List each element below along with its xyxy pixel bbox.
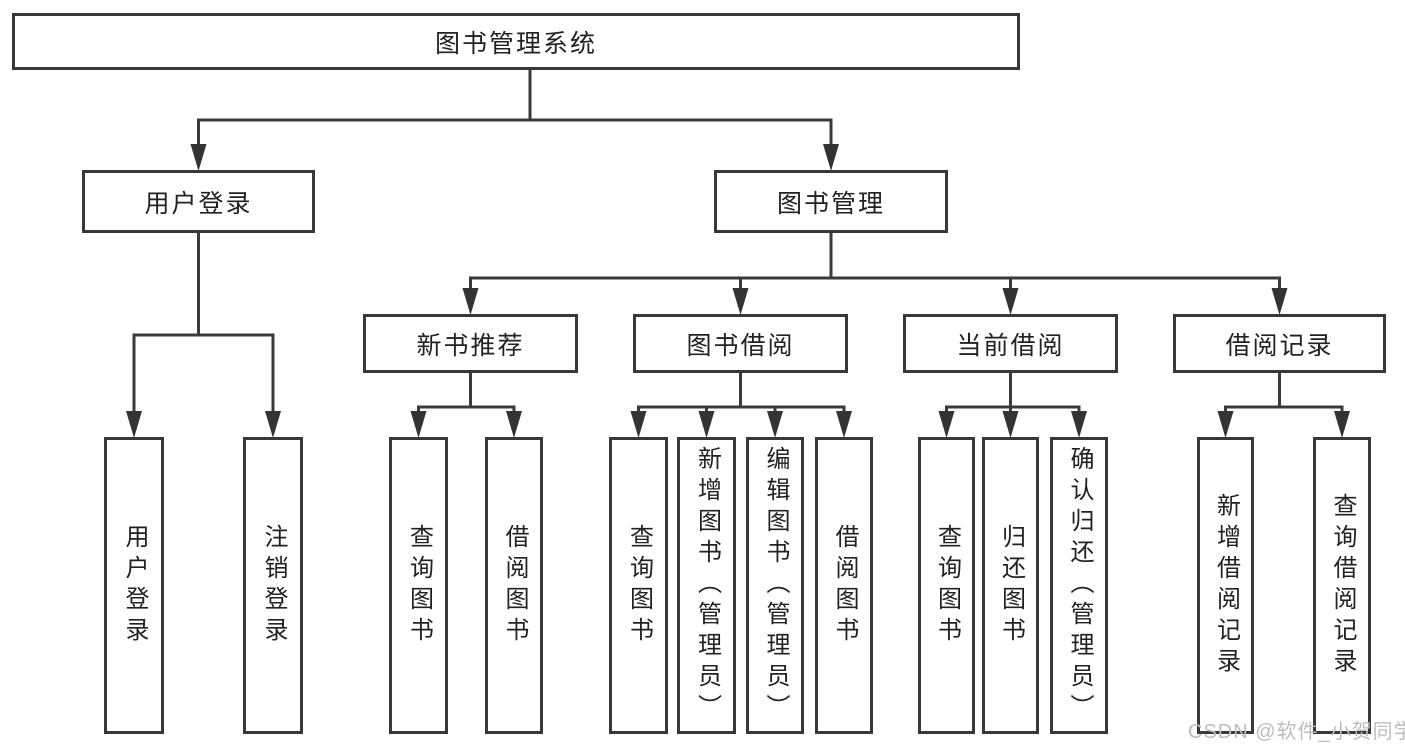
node-label-user-login: 用户登录 [144,189,253,218]
node-borrow-records: 借阅记录 [1173,314,1386,373]
node-label-cb-return: 归还图书 [997,523,1025,648]
node-bb-borrow: 借阅图书 [815,437,873,734]
node-label-current-borrow: 当前借阅 [956,331,1065,360]
node-book-mgmt: 图书管理 [714,170,948,233]
node-cb-query: 查询图书 [918,437,975,734]
node-label-br-add: 新增借阅记录 [1212,492,1240,679]
node-label-bb-borrow: 借阅图书 [831,523,858,648]
node-label-root: 图书管理系统 [434,29,597,58]
node-label-leaf-user-login: 用户登录 [121,523,148,648]
node-label-book-borrow: 图书借阅 [686,331,795,360]
node-label-book-mgmt: 图书管理 [776,189,885,218]
node-br-add: 新增借阅记录 [1197,437,1254,734]
node-label-bb-edit: 编辑图书（管理员） [762,446,789,725]
node-bb-query: 查询图书 [609,437,668,734]
node-user-login: 用户登录 [82,170,315,233]
node-root: 图书管理系统 [12,13,1020,70]
node-label-bb-add: 新增图书（管理员） [693,446,721,725]
node-label-br-query: 查询借阅记录 [1329,492,1356,679]
node-label-borrow-records: 借阅记录 [1225,331,1334,360]
node-new-book-rec: 新书推荐 [363,314,578,373]
node-leaf-logout: 注销登录 [243,437,303,734]
node-nbr-query: 查询图书 [389,437,448,734]
node-cb-return: 归还图书 [982,437,1039,734]
node-label-bb-query: 查询图书 [625,523,653,648]
node-label-new-book-rec: 新书推荐 [416,331,525,360]
node-bb-edit: 编辑图书（管理员） [746,437,804,734]
node-label-cb-query: 查询图书 [933,523,961,648]
node-book-borrow: 图书借阅 [633,314,848,373]
node-label-nbr-query: 查询图书 [405,523,433,648]
node-label-leaf-logout: 注销登录 [260,523,287,648]
watermark: CSDN @软件_小贺同学 [1188,721,1405,743]
node-leaf-user-login: 用户登录 [104,437,164,734]
node-br-query: 查询借阅记录 [1313,437,1371,734]
node-nbr-borrow: 借阅图书 [485,437,543,734]
node-label-cb-confirm: 确认归还（管理员） [1066,446,1093,725]
node-label-nbr-borrow: 借阅图书 [501,523,528,648]
node-current-borrow: 当前借阅 [903,314,1118,373]
node-bb-add: 新增图书（管理员） [677,437,736,734]
node-cb-confirm: 确认归还（管理员） [1050,437,1108,734]
